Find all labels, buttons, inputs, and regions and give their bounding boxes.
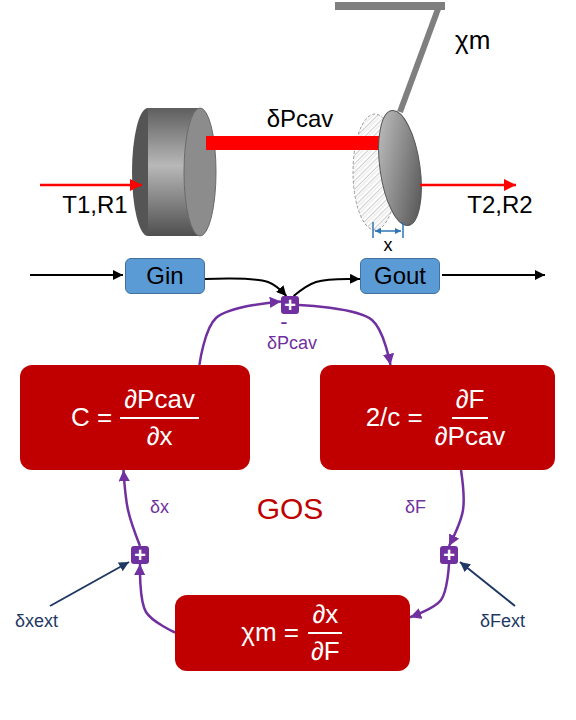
denominator: ∂x [143, 419, 177, 452]
node-content: + [134, 546, 146, 564]
moving-mirror [372, 108, 428, 228]
node-content: χm = ∂x∂F [241, 599, 343, 667]
node-content: Gin [146, 262, 183, 290]
signal-label: δx [150, 498, 169, 518]
input-label: δxext [15, 612, 58, 632]
signal-label: δF [405, 498, 426, 518]
signal-connector [410, 564, 449, 617]
input-signal [30, 274, 123, 276]
output-beam [420, 184, 516, 187]
input-beam [40, 184, 142, 187]
node-content: Gout [374, 262, 426, 290]
node-text: Gout [374, 262, 426, 290]
summing-junction: + [131, 546, 149, 564]
node-text: + [134, 546, 146, 564]
cavity-field [206, 136, 398, 150]
external-input-arrow [50, 562, 129, 606]
denominator: ∂Pcav [431, 419, 510, 452]
node-text: Gin [146, 262, 183, 290]
field-label: δPcav [267, 106, 334, 132]
gain-box: χm = ∂x∂F [175, 595, 410, 671]
sign-label: - [280, 310, 287, 334]
port-label: T2,R2 [467, 192, 532, 218]
transfer-box: Gin [125, 258, 205, 294]
signal-connector [140, 564, 175, 633]
dimension-tick [372, 222, 374, 238]
fraction: ∂F∂Pcav [431, 384, 510, 452]
gain-box: 2/c = ∂F∂Pcav [320, 365, 555, 470]
input-mirror [132, 108, 216, 236]
numerator: ∂Pcav [120, 384, 199, 419]
equation-lhs: 2/c = [366, 402, 423, 433]
signal-connector [449, 470, 464, 546]
gain-box: C = ∂Pcav∂x [20, 365, 250, 470]
signal-connector [124, 470, 141, 546]
loop-gain-label: GOS [257, 492, 324, 525]
fraction: ∂Pcav∂x [120, 384, 199, 452]
signal-label: δPcav [267, 334, 317, 354]
numerator: ∂x [308, 599, 342, 634]
suspension-rod [400, 9, 438, 112]
signal-connector [205, 279, 286, 296]
dimension-tick [402, 222, 404, 238]
numerator: ∂F [452, 384, 489, 419]
node-text: + [443, 546, 455, 564]
signal-connector [294, 279, 360, 296]
support-bar [335, 2, 445, 10]
node-content: C = ∂Pcav∂x [71, 384, 199, 452]
node-content: 2/c = ∂F∂Pcav [366, 384, 510, 452]
fraction: ∂x∂F [307, 599, 344, 667]
node-content: + [443, 546, 455, 564]
susceptibility-label: χm [455, 26, 490, 55]
output-signal [442, 274, 545, 276]
input-label: δFext [480, 612, 525, 632]
external-input-arrow [460, 562, 515, 606]
port-label: T1,R1 [62, 192, 127, 218]
denominator: ∂F [307, 634, 344, 667]
transfer-box: Gout [360, 258, 440, 294]
displacement-label: x [384, 236, 393, 256]
equation-lhs: χm = [241, 617, 299, 648]
dimension-arrow [375, 230, 401, 232]
summing-junction: + [440, 546, 458, 564]
equation-lhs: C = [71, 402, 112, 433]
